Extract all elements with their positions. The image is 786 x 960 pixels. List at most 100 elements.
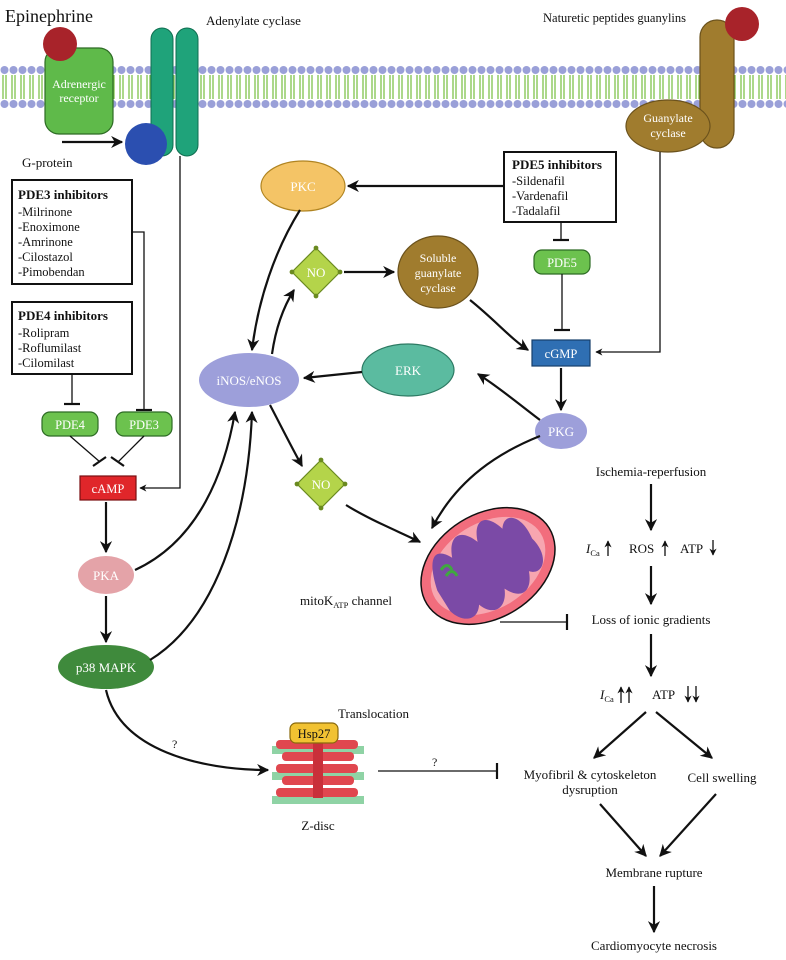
cgmp-node: cGMP bbox=[531, 339, 591, 367]
loss-label: Loss of ionic gradients bbox=[592, 612, 711, 627]
myofibril-label-2: dysruption bbox=[562, 782, 618, 797]
svg-text:ICa: ICa bbox=[599, 687, 614, 704]
pde5-inhibitors-box: PDE5 inhibitors -Sildenafil -Vardenafil … bbox=[503, 151, 617, 223]
pkc-node: PKC bbox=[260, 160, 346, 212]
inhibit-pde3-line bbox=[132, 231, 145, 410]
soluble-label-3: cyclase bbox=[420, 281, 455, 295]
pde3-inhibitors-box: PDE3 inhibitors -Milrinone -Enoximone -A… bbox=[11, 179, 133, 285]
rupture-label: Membrane rupture bbox=[605, 865, 702, 880]
g-protein-label: G-protein bbox=[22, 155, 73, 170]
no-top-node: NO bbox=[289, 245, 343, 299]
soluble-guanylate-cyclase: Soluble guanylate cyclase bbox=[397, 235, 479, 309]
atp2-label: ATP bbox=[652, 687, 675, 702]
pde3-drug-2: -Enoximone bbox=[18, 220, 80, 234]
adrenergic-receptor: Adrenergic receptor bbox=[44, 47, 114, 135]
pkc-to-inos bbox=[247, 209, 301, 352]
hsp27-label: Hsp27 bbox=[298, 727, 331, 741]
no-bottom-label: NO bbox=[312, 477, 331, 492]
pde4-inhibitors-box: PDE4 inhibitors -Rolipram -Roflumilast -… bbox=[11, 301, 133, 375]
question-mark-1: ? bbox=[172, 737, 177, 751]
inos-to-no-top bbox=[270, 288, 295, 355]
pde4-node: PDE4 bbox=[41, 411, 99, 437]
soluble-label-2: guanylate bbox=[415, 266, 462, 280]
adenylate-cyclase bbox=[150, 27, 199, 157]
pka-node: PKA bbox=[78, 556, 134, 594]
myofibril-label-1: Myofibril & cytoskeleton bbox=[524, 767, 657, 782]
pkg-label: PKG bbox=[548, 424, 574, 439]
pde5-node: PDE5 bbox=[533, 249, 591, 275]
p38-mapk-node: p38 MAPK bbox=[58, 645, 154, 689]
pde3-inhibitors-title: PDE3 inhibitors bbox=[18, 187, 108, 202]
ica-up-row: ICa ROS ATP bbox=[585, 540, 717, 558]
inos-label: iNOS/eNOS bbox=[216, 373, 281, 388]
adrenergic-label-1: Adrenergic bbox=[52, 77, 106, 91]
erk-label: ERK bbox=[395, 363, 422, 378]
sgc-to-cgmp bbox=[469, 299, 530, 351]
to-swelling bbox=[655, 711, 713, 759]
pde3-drug-4: -Cilostazol bbox=[18, 250, 73, 264]
pka-label: PKA bbox=[93, 568, 120, 583]
pkg-to-erk bbox=[476, 373, 541, 421]
myofibril-to-rupture bbox=[599, 803, 647, 857]
svg-text:ICa: ICa bbox=[585, 541, 600, 558]
pkg-to-mito bbox=[431, 434, 541, 530]
pde3-inhibits-camp bbox=[117, 435, 145, 463]
g-protein bbox=[125, 123, 167, 165]
natriuretic-ligand bbox=[725, 7, 759, 41]
cgmp-label: cGMP bbox=[545, 347, 578, 361]
soluble-label-1: Soluble bbox=[420, 251, 457, 265]
ros-label: ROS bbox=[629, 541, 654, 556]
pde5-drug-2: -Vardenafil bbox=[512, 189, 569, 203]
pde3-label: PDE3 bbox=[129, 418, 159, 432]
erk-to-inos bbox=[302, 370, 363, 383]
swelling-label: Cell swelling bbox=[688, 770, 757, 785]
pde3-drug-5: -Pimobendan bbox=[18, 265, 85, 279]
epinephrine-label: Epinephrine bbox=[5, 6, 93, 26]
p38-to-inos bbox=[149, 410, 258, 661]
pka-to-inos bbox=[134, 410, 240, 571]
camp-label: cAMP bbox=[92, 482, 125, 496]
pde5-label: PDE5 bbox=[547, 256, 577, 270]
pde4-inhibitors-title: PDE4 inhibitors bbox=[18, 308, 108, 323]
no-top-label: NO bbox=[307, 265, 326, 280]
mitochondrion bbox=[420, 506, 556, 626]
guanylate-to-cgmp bbox=[595, 152, 661, 356]
pkc-label: PKC bbox=[290, 179, 315, 194]
zdisc-label: Z-disc bbox=[301, 818, 334, 833]
adenylate-to-camp bbox=[139, 156, 181, 492]
pde4-inhibits-camp bbox=[69, 435, 101, 463]
no-to-mito bbox=[345, 504, 422, 543]
pde4-label: PDE4 bbox=[55, 418, 86, 432]
ica-double-row: ICa ATP bbox=[599, 686, 700, 704]
camp-node: cAMP bbox=[79, 475, 137, 501]
pde5-drug-3: -Tadalafil bbox=[512, 204, 561, 218]
inos-enos-node: iNOS/eNOS bbox=[199, 353, 299, 407]
atp-label: ATP bbox=[680, 541, 703, 556]
mitok-atp-channel-icon bbox=[439, 564, 459, 577]
pde5-drug-1: -Sildenafil bbox=[512, 174, 565, 188]
pde4-drug-2: -Roflumilast bbox=[18, 341, 82, 355]
adrenergic-label-2: receptor bbox=[59, 91, 98, 105]
pde5-inhibitors-title: PDE5 inhibitors bbox=[512, 157, 602, 172]
p38-label: p38 MAPK bbox=[76, 660, 137, 675]
swelling-to-rupture bbox=[659, 793, 717, 857]
pde4-inhibit-bar bbox=[92, 456, 107, 467]
epinephrine-ligand bbox=[43, 27, 77, 61]
natriuretic-label: Naturetic peptides guanylins bbox=[543, 11, 686, 25]
pde4-drug-3: -Cilomilast bbox=[18, 356, 75, 370]
pkg-node: PKG bbox=[535, 413, 587, 449]
ischemia-label: Ischemia-reperfusion bbox=[596, 464, 707, 479]
pde3-drug-1: -Milrinone bbox=[18, 205, 73, 219]
mitok-label: mitoKATP channel bbox=[300, 593, 392, 610]
no-bottom-node: NO bbox=[294, 457, 348, 511]
pde4-drug-1: -Rolipram bbox=[18, 326, 70, 340]
erk-node: ERK bbox=[361, 343, 455, 397]
inos-to-no-bottom bbox=[269, 404, 303, 468]
pde3-drug-3: -Amrinone bbox=[18, 235, 73, 249]
pde3-node: PDE3 bbox=[115, 411, 173, 437]
necrosis-label: Cardiomyocyte necrosis bbox=[591, 938, 717, 953]
guanylate-cyclase: Guanylate cyclase bbox=[625, 19, 735, 153]
to-myofibril bbox=[593, 711, 647, 759]
guanylate-label-1: Guanylate bbox=[643, 111, 692, 125]
